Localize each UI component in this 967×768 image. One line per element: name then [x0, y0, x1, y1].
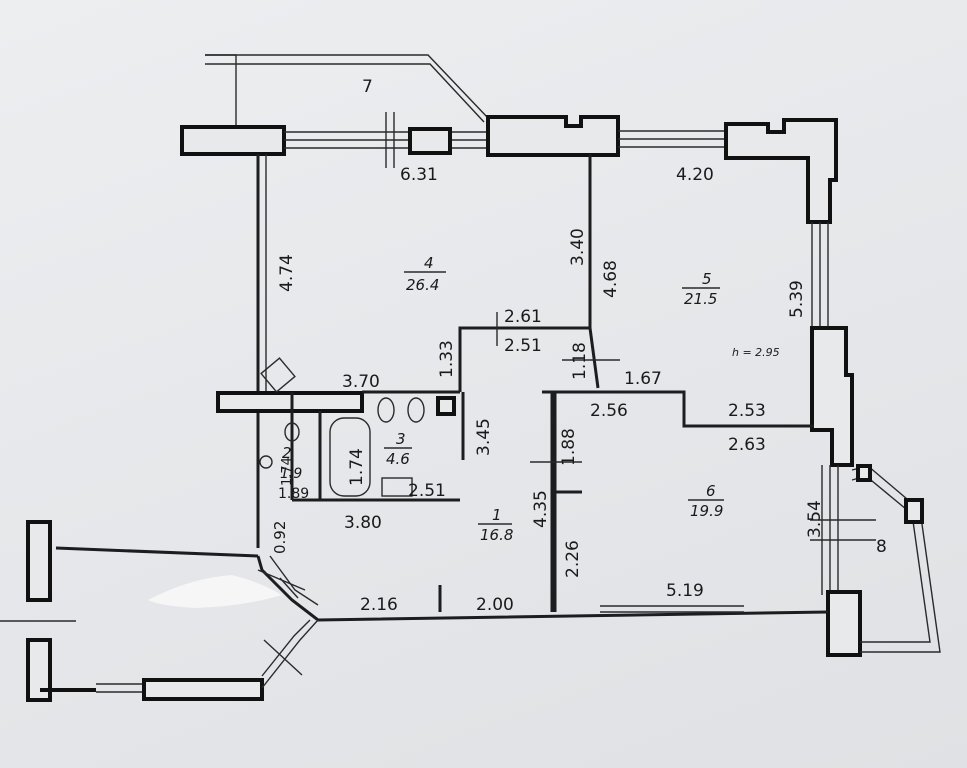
- outer-walls: [55, 154, 829, 622]
- dim-4.20: 4.20: [676, 165, 714, 185]
- dim-2.26: 2.26: [563, 540, 583, 578]
- dim-2.61: 2.61: [504, 307, 542, 327]
- dim-2.56: 2.56: [590, 401, 628, 421]
- dim-1.89: 1.89: [278, 486, 309, 502]
- room-2-number: 2: [282, 444, 292, 462]
- fixtures: [259, 357, 456, 497]
- room-4-number: 4: [424, 254, 434, 272]
- dim-6.31: 6.31: [400, 165, 438, 185]
- dim-4.68: 4.68: [601, 260, 621, 298]
- dim-0.92: 0.92: [271, 521, 289, 554]
- dim-1.74-wc: 1.74: [280, 457, 295, 486]
- dim-2.53: 2.53: [728, 401, 766, 421]
- top-wall: [180, 112, 838, 224]
- room-1-number: 1: [492, 506, 502, 524]
- room-8-number: 8: [876, 537, 887, 557]
- dim-1.33: 1.33: [437, 340, 457, 378]
- dim-3.80: 3.80: [344, 513, 382, 533]
- ceiling-height: h = 2.95: [732, 346, 780, 359]
- balcony-7: [205, 54, 489, 128]
- dim-2.63: 2.63: [728, 435, 766, 455]
- dim-2.51-top: 2.51: [504, 336, 542, 356]
- dim-1.67: 1.67: [624, 369, 662, 389]
- dim-4.35: 4.35: [531, 490, 551, 528]
- right-wall: [810, 222, 876, 657]
- dim-1.18: 1.18: [570, 342, 590, 380]
- dim-3.40: 3.40: [568, 228, 588, 266]
- dim-5.19: 5.19: [666, 581, 704, 601]
- dim-5.39: 5.39: [787, 280, 807, 318]
- dimensions: 6.31 4.20 4.74 3.40 4.68 5.39 2.61 2.51 …: [271, 165, 825, 615]
- room-6-number: 6: [706, 482, 716, 500]
- dim-1.88: 1.88: [559, 428, 579, 466]
- balcony-8: [851, 464, 941, 653]
- dim-2.00: 2.00: [476, 595, 514, 615]
- rooms: 1 16.8 2 1.9 3 4.6 4 26.4 5 21.5 6 19.9 …: [280, 77, 887, 557]
- redaction-mark: [148, 575, 282, 608]
- bay-window: [0, 520, 319, 702]
- dim-3.70: 3.70: [342, 372, 380, 392]
- room-6-area: 19.9: [690, 502, 723, 520]
- room-7-number: 7: [362, 77, 373, 97]
- dim-3.45: 3.45: [474, 418, 494, 456]
- interior-walls: [216, 154, 814, 613]
- dim-3.54: 3.54: [805, 500, 825, 538]
- dim-2.16: 2.16: [360, 595, 398, 615]
- dim-1.74-bath: 1.74: [347, 448, 367, 486]
- dim-2.51-bath: 2.51: [408, 481, 446, 501]
- room-3-area: 4.6: [386, 450, 410, 468]
- room-1-area: 16.8: [480, 526, 513, 544]
- room-2-area: 1.9: [280, 466, 302, 482]
- dimension-ticks: [496, 312, 620, 463]
- room-4-area: 26.4: [406, 276, 439, 294]
- room-5-number: 5: [702, 270, 712, 288]
- room-3-number: 3: [396, 430, 406, 448]
- dim-4.74: 4.74: [277, 254, 297, 292]
- room-5-area: 21.5: [684, 290, 717, 308]
